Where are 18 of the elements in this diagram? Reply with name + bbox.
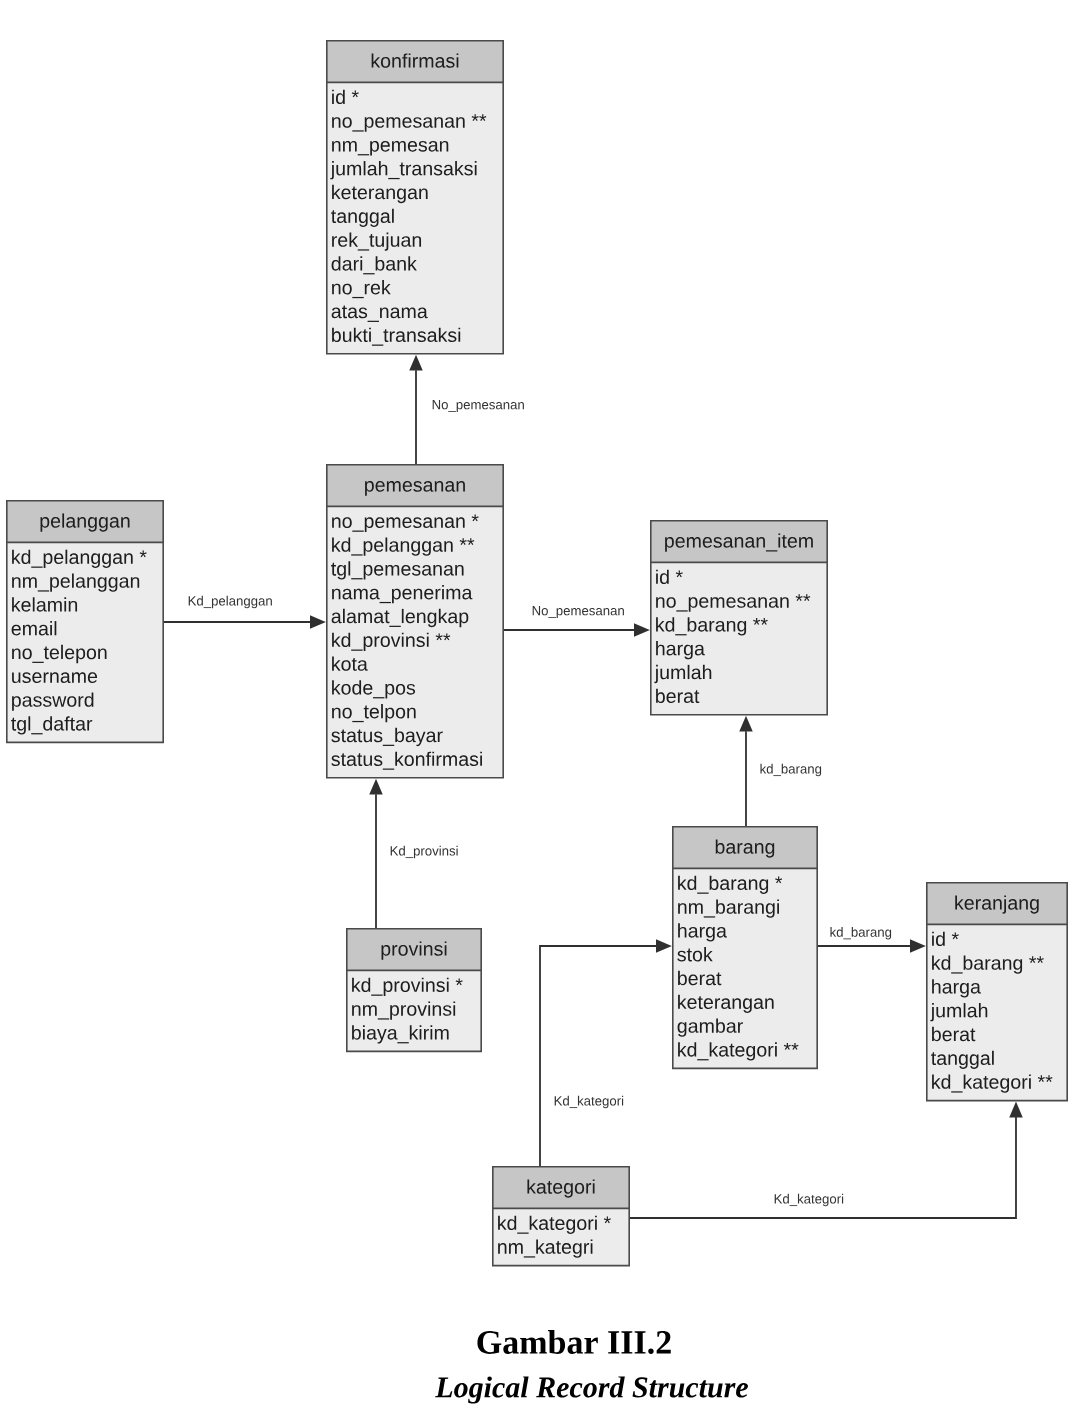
entity-table: pemesanan no_pemesanan * kd_pelanggan ** tgl_pemesanan nama_penerima alamat_lengkap kd_provinsi ** kota kode_pos no_telpon status_bayar status_konfirmasi [326, 464, 504, 779]
node-label: pelanggan [40, 513, 130, 532]
entity-table: barang kd_barang * nm_barangi harga stok berat keterangan gambar kd_kategori ** [672, 826, 818, 1070]
node-label: pemesanan_item [665, 533, 813, 552]
node-label: barang [715, 839, 775, 858]
node-label: kategori [527, 1179, 595, 1198]
entity-table: konfirmasi id * no_pemesanan ** nm_pemesan jumlah_transaksi keterangan tanggal rek_tujuan dari_bank no_rek atas_nama bukti_transaksi [326, 40, 504, 355]
node-label: provinsi [381, 941, 447, 960]
node-label: konfirmasi [371, 53, 459, 68]
entity-table: keranjang id * kd_barang ** harga jumlah berat tanggal kd_kategori ** [926, 882, 1068, 1102]
figure-title: Logical Record Structure [435, 1376, 748, 1404]
entity-table: pelanggan kd_pelanggan * nm_pelanggan kelamin email no_telepon username password tgl_daftar [6, 500, 164, 744]
node-label: keranjang [955, 895, 1039, 914]
node-label: pemesanan [365, 481, 465, 496]
figure-caption: Gambar III.2 [477, 1329, 671, 1355]
entity-table: provinsi kd_provinsi * nm_provinsi biaya_kirim [346, 928, 482, 1053]
entity-table: kategori kd_kategori * nm_kategri [492, 1166, 630, 1267]
entity-table: pemesanan_item id * no_pemesanan ** kd_barang ** harga jumlah berat [650, 520, 828, 716]
